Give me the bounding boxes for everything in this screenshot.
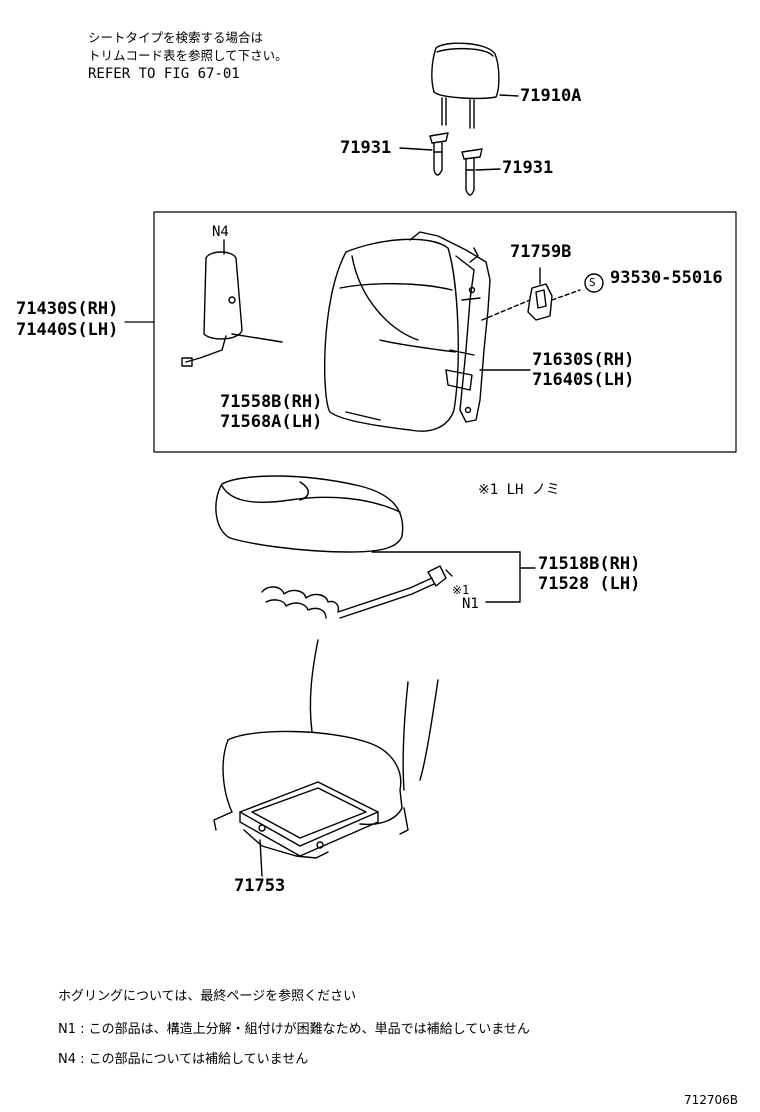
n4-pad-drawing [182,240,242,366]
header-note-line1: シートタイプを検索する場合は [88,30,264,45]
seatback-frame-drawing [410,232,530,422]
bracket-drawing [528,268,603,320]
marker-n1: N1 [462,596,479,612]
part-label-back-frame-lh[interactable]: 71640S(LH) [532,370,635,390]
part-label-cushion-frame[interactable]: 71753 [234,876,286,896]
figure-id: 712706B [684,1093,739,1107]
lh-only-note: ※1 LH ノミ [478,482,560,498]
footer-note-hog-ring: ホグリングについては、最終ページを参照ください [58,989,357,1004]
part-label-guide-right[interactable]: 71931 [502,158,554,178]
part-label-cushion-cover-rh[interactable]: 71518B(RH) [538,554,641,574]
part-label-back-cover-rh[interactable]: 71558B(RH) [220,392,323,412]
cushion-frame-drawing [240,782,378,876]
part-label-cushion-cover-lh[interactable]: 71528 (LH) [538,574,641,594]
seatback-assembly-box [154,212,736,452]
seatback-cover-drawing [325,239,459,431]
part-label-frame-rh[interactable]: 71430S(RH) [16,299,119,319]
part-label-back-frame-rh[interactable]: 71630S(RH) [532,350,635,370]
cushion-cover-drawing [216,476,535,602]
screw-symbol: S [589,276,596,289]
footer-note-n1: N1 : この部品は、構造上分解・組付けが困難なため、単品では補給していません [58,1022,530,1037]
header-note-line2: トリムコード表を参照して下さい。 [88,48,288,63]
mark-1: ※1 [452,583,470,597]
part-label-frame-lh[interactable]: 71440S(LH) [16,320,119,340]
part-label-screw[interactable]: 93530-55016 [610,268,723,288]
part-label-back-cover-lh[interactable]: 71568A(LH) [220,412,323,432]
part-label-headrest[interactable]: 71910A [520,86,582,106]
hog-ring-harness-drawing [262,566,452,618]
part-label-bracket[interactable]: 71759B [510,242,572,262]
footer-note-n4: N4 : この部品については補給していません [58,1052,309,1067]
refer-fig-link[interactable]: REFER TO FIG 67-01 [88,66,240,82]
headrest-drawing [432,43,518,128]
headrest-guide-drawing [400,133,500,195]
marker-n4: N4 [212,224,229,240]
part-label-guide-left[interactable]: 71931 [340,138,392,158]
seat-assembly-drawing [214,640,438,858]
